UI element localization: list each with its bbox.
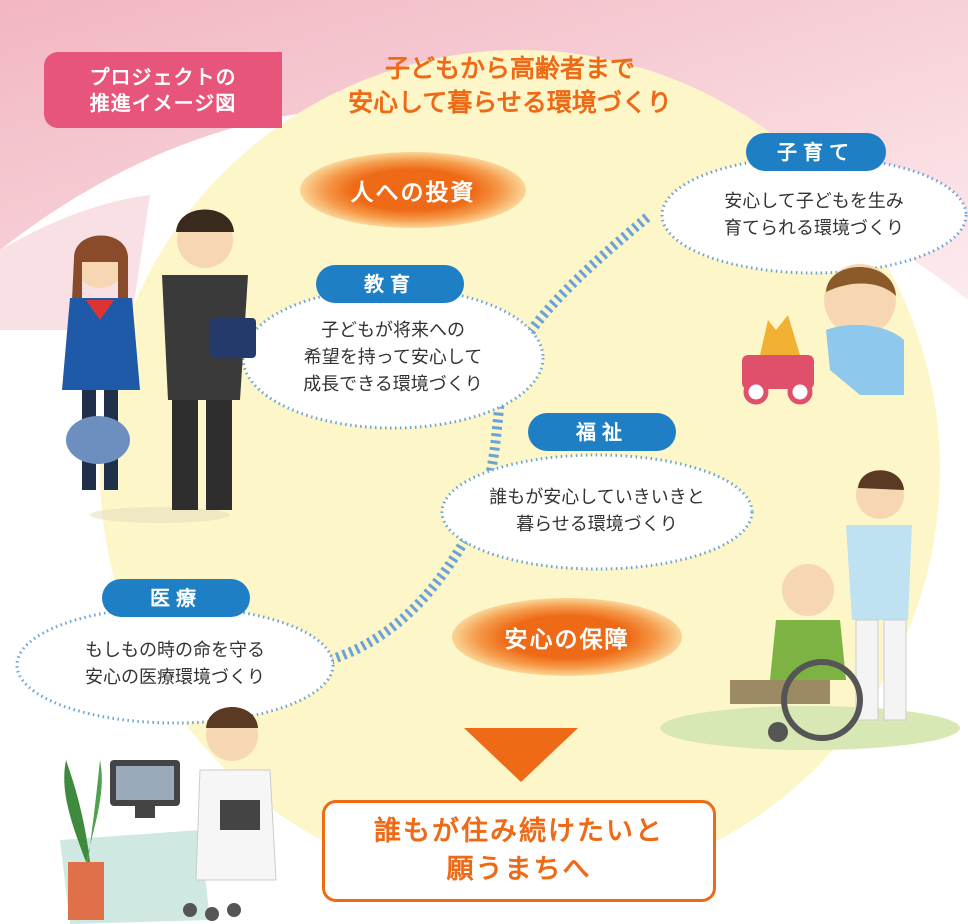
education-title: 教育 — [316, 265, 464, 303]
badge-line-2: 推進イメージ図 — [89, 91, 237, 115]
theme-security: 安心の保障 — [452, 598, 682, 676]
childcare-line-1: 安心して子どもを生み — [724, 191, 904, 212]
headline: 子どもから高齢者まで 安心して暮らせる環境づくり — [300, 52, 720, 120]
medical-line-1: もしもの時の命を守る — [85, 640, 265, 661]
dotted-connector — [328, 211, 654, 665]
welfare-title: 福祉 — [528, 413, 676, 451]
doctor-illustration — [60, 707, 277, 924]
goal-line-2: 願うまちへ — [446, 854, 592, 885]
goal-line-1: 誰もが住み続けたいと — [374, 816, 664, 847]
theme-investment: 人への投資 — [300, 152, 526, 228]
education-line-1: 子どもが将来への — [321, 320, 465, 341]
welfare-line-1: 誰もが安心していきいきと — [489, 487, 705, 508]
childcare-bubble — [660, 155, 968, 275]
welfare-bubble — [440, 453, 754, 571]
medical-line-2: 安心の医療環境づくり — [85, 667, 265, 688]
childcare-text: 安心して子どもを生み 育てられる環境づくり — [672, 188, 956, 242]
childcare-title: 子育て — [746, 133, 886, 171]
wheelchair-illustration — [660, 470, 960, 750]
down-arrow-icon — [464, 728, 578, 782]
education-line-3: 成長できる環境づくり — [303, 374, 483, 395]
childcare-line-2: 育てられる環境づくり — [724, 218, 904, 239]
goal-box: 誰もが住み続けたいと 願うまちへ — [322, 800, 716, 902]
medical-title: 医療 — [102, 579, 250, 617]
education-text: 子どもが将来への 希望を持って安心して 成長できる環境づくり — [253, 317, 533, 398]
welfare-text: 誰もが安心していきいきと 暮らせる環境づくり — [450, 484, 744, 538]
education-line-2: 希望を持って安心して — [303, 347, 483, 368]
headline-line-1: 子どもから高齢者まで — [384, 54, 635, 83]
students-illustration — [62, 209, 256, 523]
badge-line-1: プロジェクトの — [89, 65, 237, 89]
medical-text: もしもの時の命を守る 安心の医療環境づくり — [24, 637, 326, 691]
diagram-badge: プロジェクトの 推進イメージ図 — [44, 52, 282, 128]
baby-illustration — [742, 264, 904, 405]
headline-line-2: 安心して暮らせる環境づくり — [348, 88, 672, 117]
welfare-line-2: 暮らせる環境づくり — [516, 514, 678, 535]
